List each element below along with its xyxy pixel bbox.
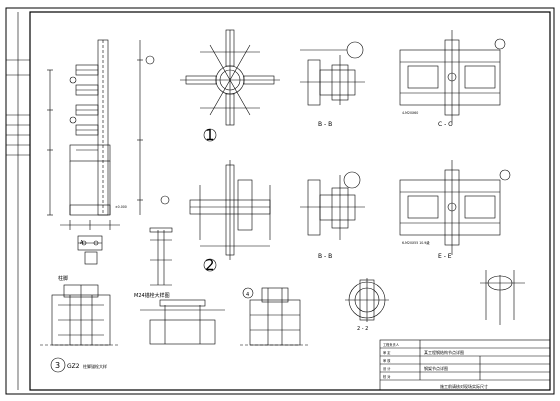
detail-3-footing bbox=[40, 284, 120, 373]
view-label-ee: E - E bbox=[438, 253, 452, 260]
view-label-22: 2 - 2 bbox=[357, 326, 368, 332]
view-label-cc: C - C bbox=[438, 121, 452, 128]
column-elevation bbox=[47, 39, 170, 230]
title-row-2: 审 定 bbox=[383, 350, 391, 355]
section-22-ring bbox=[345, 278, 389, 322]
section-cc bbox=[399, 30, 506, 125]
title-row-3: 审 核 bbox=[383, 358, 391, 363]
anchor-bolt-detail bbox=[149, 227, 173, 286]
base-plate-title: 柱脚 bbox=[58, 275, 68, 282]
detail-2-plan bbox=[189, 160, 271, 272]
footing-section-2 bbox=[240, 287, 310, 346]
title-row-5: 校 对 bbox=[383, 374, 391, 379]
base-plate-detail bbox=[77, 235, 103, 265]
detail-number-3: 3 bbox=[55, 361, 60, 370]
bolt-detail-title: M24锚栓大样图 bbox=[134, 292, 170, 299]
detail-3-suffix: 柱脚锚栓大样 bbox=[83, 363, 107, 369]
title-row-1: 工程负责人 bbox=[383, 342, 400, 347]
weld-note-label: 6-M20X55 10.9级 bbox=[402, 240, 430, 245]
view-label-bb-bottom: B - B bbox=[318, 253, 332, 260]
section-ee bbox=[399, 160, 511, 255]
detail-4-flange bbox=[480, 270, 525, 325]
detail-number-4: 4 bbox=[246, 292, 249, 298]
section-bb-top bbox=[300, 41, 365, 106]
detail-number-2: 2 bbox=[205, 256, 215, 274]
title-row-4: 设 计 bbox=[383, 366, 391, 371]
anchor-bolt-section bbox=[140, 299, 225, 345]
detail-number-1: 1 bbox=[205, 126, 215, 144]
bolt-spec-label: 4-M20X60 bbox=[402, 111, 418, 115]
detail-3-text: GZ2 bbox=[67, 363, 80, 370]
drawing-title: 某工程钢结构节点详图 bbox=[424, 349, 464, 355]
title-block bbox=[379, 339, 551, 391]
outer-frame bbox=[5, 7, 555, 395]
inner-frame bbox=[29, 11, 551, 391]
footer-note: 施工前请核对现场实际尺寸 bbox=[440, 383, 488, 389]
drawing-name: 钢架节点详图 bbox=[424, 365, 448, 371]
elevation-mark: ±0.000 bbox=[115, 205, 127, 209]
view-label-bb-top: B - B bbox=[318, 121, 332, 128]
detail-1-plan bbox=[180, 29, 280, 142]
label-detail-a: A bbox=[80, 240, 84, 246]
section-bb-bottom bbox=[300, 171, 365, 240]
binding-strip bbox=[6, 59, 30, 156]
